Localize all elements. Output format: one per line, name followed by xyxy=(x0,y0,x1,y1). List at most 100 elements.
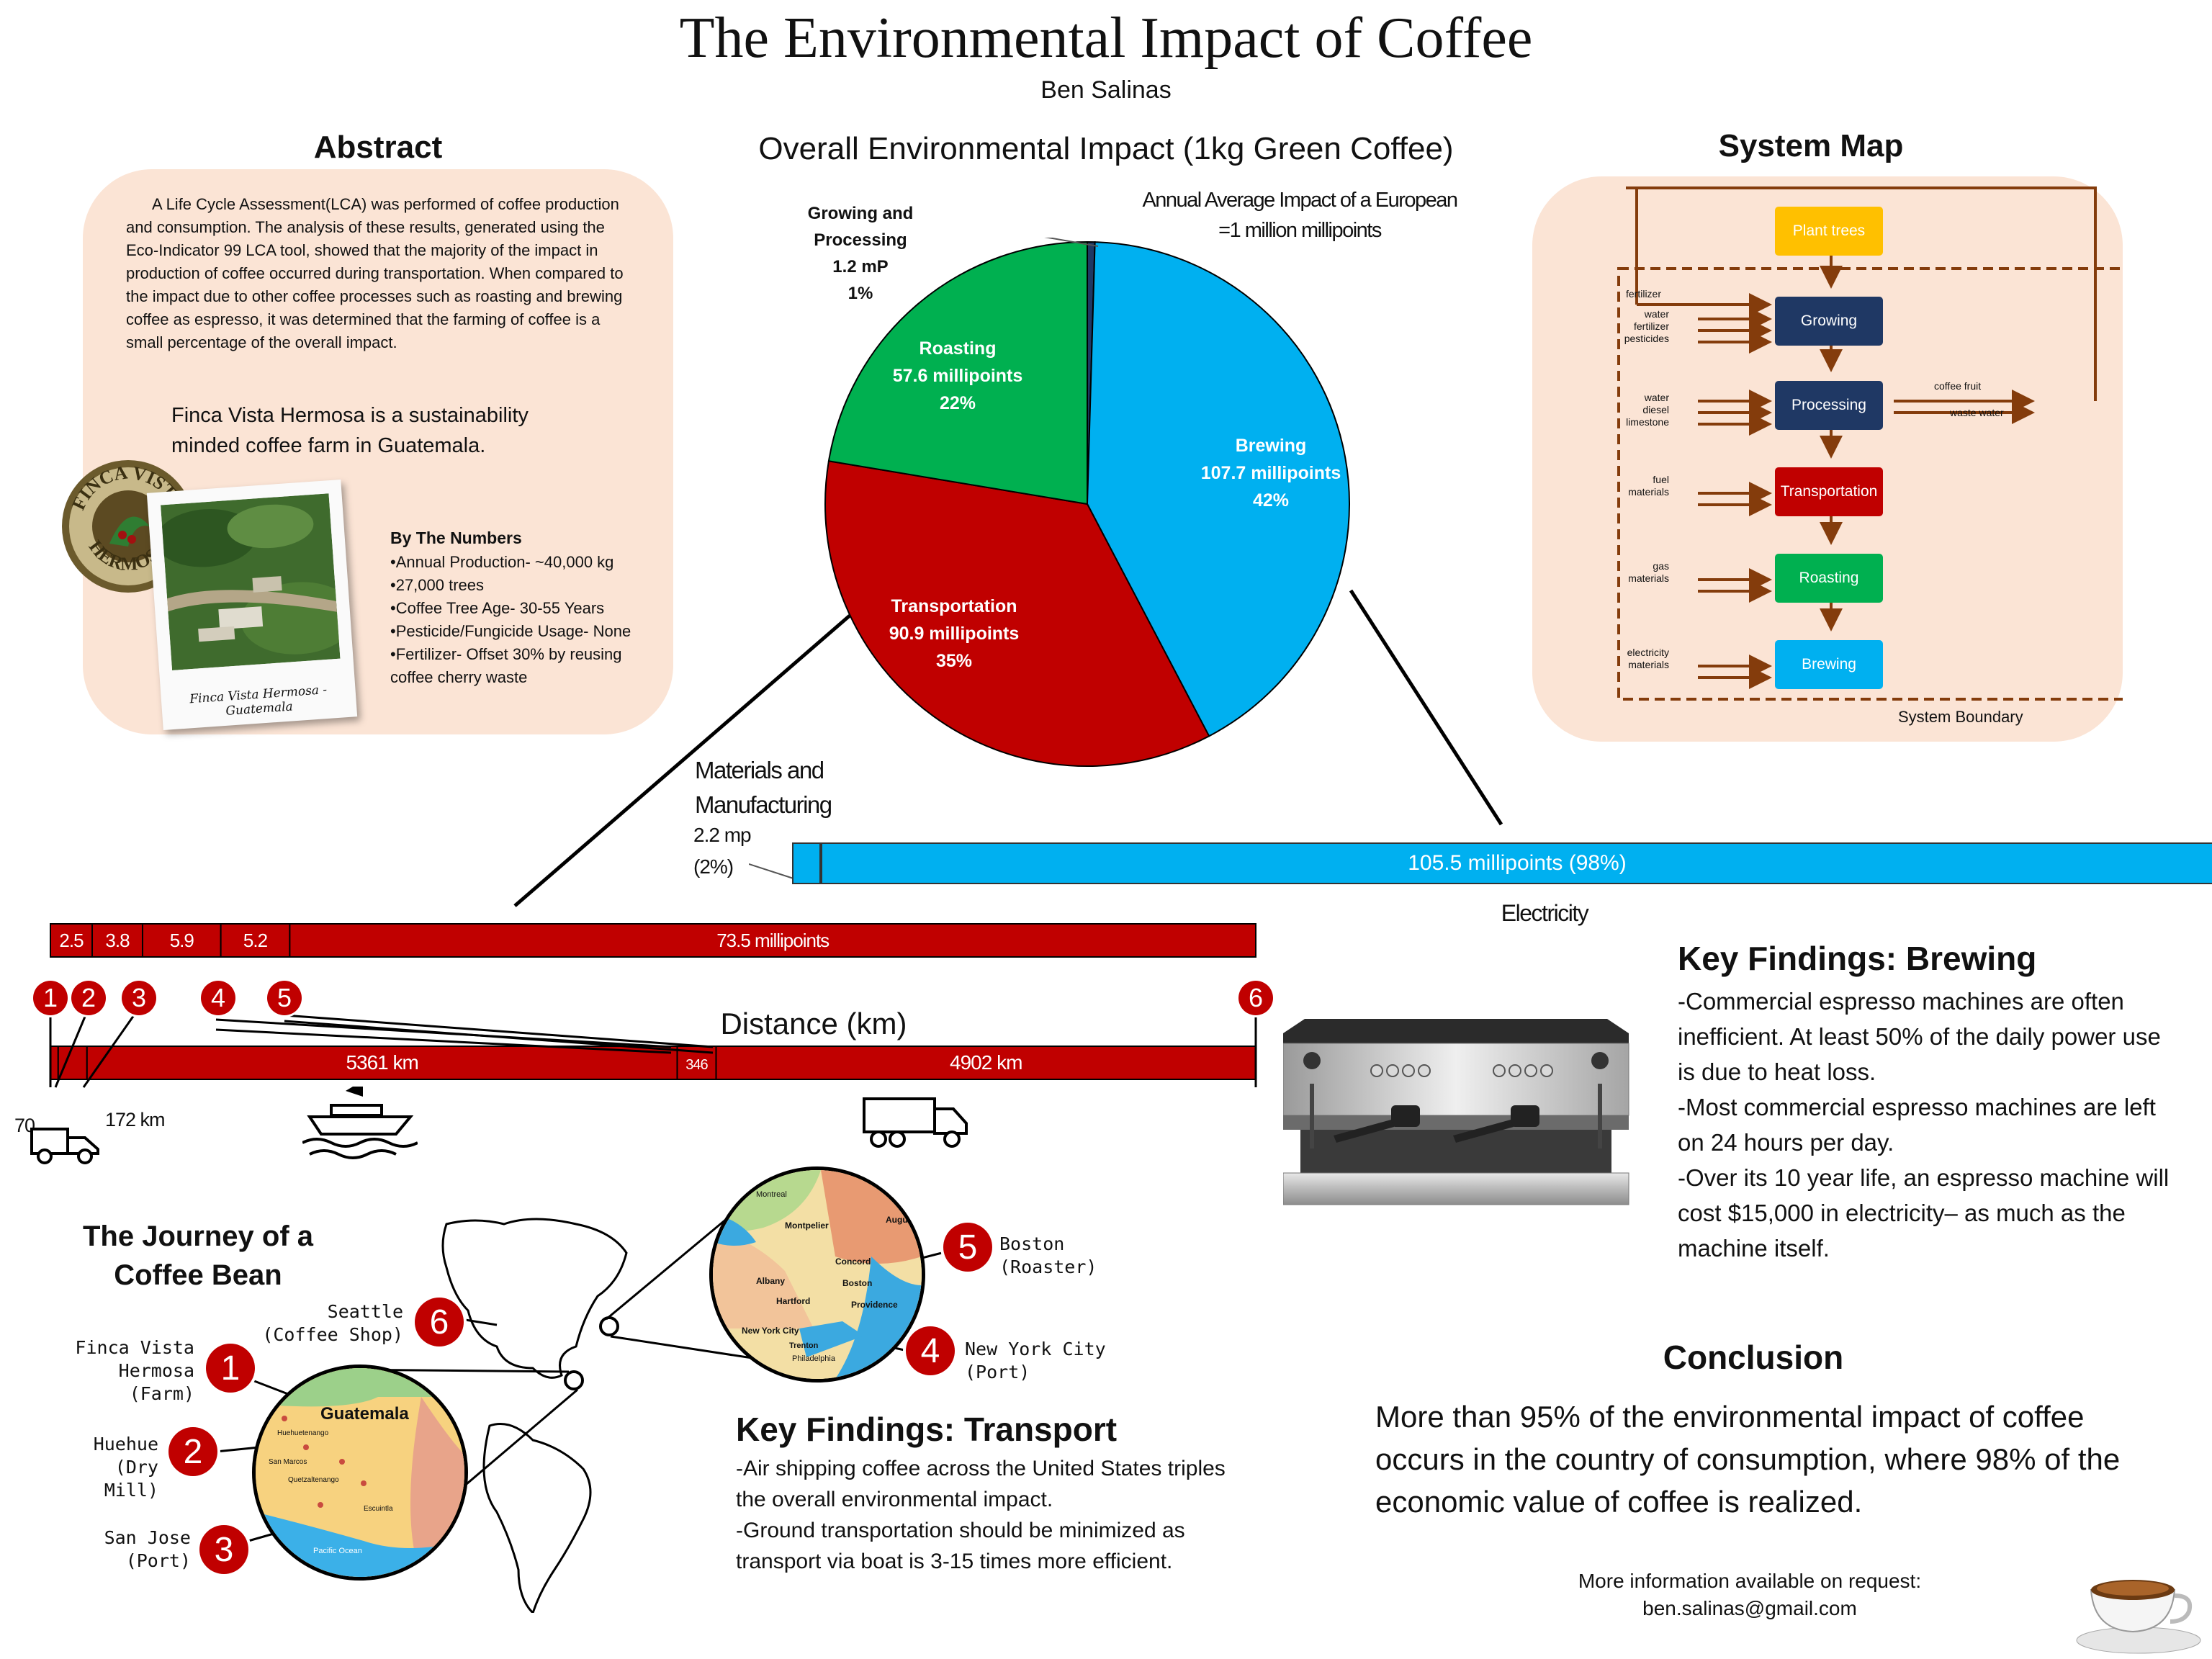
journey-stop-3-badge: 3 xyxy=(199,1525,248,1574)
distance-172-label: 172 km xyxy=(105,1109,166,1130)
distance-segment-label: 4902 km xyxy=(950,1051,1022,1074)
pie-label-roasting-name: Roasting xyxy=(919,338,997,359)
brewing-inputs: electricity materials xyxy=(1604,647,1669,671)
journey-stop-4-label: New York City (Port) xyxy=(965,1338,1152,1384)
pie-slice-transportation xyxy=(824,460,1210,767)
processing-inputs: water diesel limestone xyxy=(1604,392,1669,428)
pie-annotation-2: =1 million millipoints xyxy=(1218,219,1382,242)
materials-pct: (2%) xyxy=(693,855,734,878)
transportation-inputs: fuel materials xyxy=(1604,474,1669,498)
stage-transportation: Transportation xyxy=(1775,467,1883,516)
san-marcos-label: San Marcos xyxy=(269,1458,307,1466)
materials-leader xyxy=(749,863,799,881)
pie-slice-brewing xyxy=(1086,241,1350,737)
journey-stop-2-label: Huehue (Dry Mill) xyxy=(50,1433,158,1502)
transport-finding-2: -Ground transportation should be minimiz… xyxy=(736,1519,1185,1573)
input-label: gas xyxy=(1653,560,1669,572)
numbers-item: •27,000 trees xyxy=(390,576,485,594)
pie-label-roasting-value: 57.6 millipoints xyxy=(892,366,1023,386)
distance-segment-label: 346 xyxy=(685,1057,708,1073)
conclusion-heading: Conclusion xyxy=(1663,1339,1844,1376)
pie-label-transportation-pct: 35% xyxy=(935,651,973,671)
stage-brewing: Brewing xyxy=(1775,640,1883,689)
brewing-finding-2: -Most commercial espresso machines are l… xyxy=(1678,1094,2156,1156)
abstract-paragraph: A Life Cycle Assessment(LCA) was perform… xyxy=(126,195,624,351)
stop-4-badge: 4 xyxy=(201,981,235,1015)
journey-stop-5-badge: 5 xyxy=(943,1223,992,1272)
stop-role: (Roaster) xyxy=(999,1256,1097,1277)
brewing-findings-heading: Key Findings: Brewing xyxy=(1678,940,2037,977)
input-label: limestone xyxy=(1626,416,1669,428)
stop-5-badge: 5 xyxy=(267,981,302,1015)
materials-segment xyxy=(792,842,821,884)
input-label: materials xyxy=(1628,572,1669,584)
materials-label: Materials and Manufacturing xyxy=(695,757,832,818)
pie-label-growing: Growing and Processing 1.2 mP 1% xyxy=(778,200,943,307)
concord-label: Concord xyxy=(835,1256,871,1267)
impact-segment-label: 2.5 xyxy=(59,930,84,951)
boston-label: Boston xyxy=(842,1278,873,1288)
brewing-findings-body: -Commercial espresso machines are often … xyxy=(1678,984,2182,1266)
pie-slice-roasting xyxy=(827,240,1088,505)
stop-name: Boston xyxy=(999,1233,1065,1254)
pie-annotation-1: Annual Average Impact of a European xyxy=(1142,189,1458,212)
pacific-ocean-label: Pacific Ocean xyxy=(313,1547,362,1555)
contact-email[interactable]: ben.salinas@gmail.com xyxy=(1642,1597,1857,1619)
numbers-heading: By The Numbers xyxy=(390,529,522,547)
philadelphia-label: Philadelphia xyxy=(792,1354,835,1363)
numbers-item: •Fertilizer- Offset 30% by reusing coffe… xyxy=(390,645,622,686)
pie-label-growing-pct: 1% xyxy=(848,284,873,303)
impact-segment xyxy=(141,923,222,958)
impact-segment-label: 73.5 millipoints xyxy=(716,930,830,951)
feedback-label: fertilizer xyxy=(1626,288,1662,300)
stop-role: (Dry Mill) xyxy=(104,1457,158,1501)
northeast-map-inset: Montreal Montpelier Augusta Concord Bost… xyxy=(709,1166,925,1382)
providence-label: Providence xyxy=(851,1300,898,1310)
impact-segment xyxy=(289,923,1257,958)
journey-stop-1-label: Finca Vista Hermosa (Farm) xyxy=(72,1336,194,1406)
input-label: fertilizer xyxy=(1633,320,1669,332)
input-label: materials xyxy=(1628,659,1669,670)
journey-stop-3-label: San Jose (Port) xyxy=(86,1527,191,1573)
journey-stop-1-badge: 1 xyxy=(206,1344,255,1393)
pie-label-brewing-name: Brewing xyxy=(1235,436,1307,456)
impact-segment-label: 3.8 xyxy=(105,930,130,951)
pie-label-growing-name: Growing and Processing xyxy=(807,204,914,250)
pie-chart xyxy=(824,238,1350,767)
distance-segment xyxy=(715,1046,1256,1080)
input-label: diesel xyxy=(1642,404,1669,415)
pie-label-transportation: Transportation 90.9 millipoints 35% xyxy=(864,593,1044,675)
montpelier-label: Montpelier xyxy=(785,1220,829,1231)
stop-name: San Jose xyxy=(104,1527,191,1548)
stop-name: Huehue xyxy=(93,1434,158,1455)
stage-processing: Processing xyxy=(1775,381,1883,430)
electricity-label: Electricity xyxy=(1501,900,1589,926)
stop-role: (Farm) xyxy=(129,1383,194,1404)
stage-growing: Growing xyxy=(1775,297,1883,346)
semi-truck-icon xyxy=(863,1097,968,1148)
numbers-item: •Pesticide/Fungicide Usage- None xyxy=(390,622,631,640)
input-label: fuel xyxy=(1653,474,1669,485)
trenton-label: Trenton xyxy=(789,1341,819,1350)
output-waste-water: waste water xyxy=(1950,407,2004,418)
boat-icon xyxy=(302,1087,418,1159)
farm-intro: Finca Vista Hermosa is a sustainability … xyxy=(171,404,529,457)
stop-role: (Coffee Shop) xyxy=(262,1324,403,1345)
system-boundary-label: System Boundary xyxy=(1898,708,2023,726)
escuintla-label: Escuintla xyxy=(364,1505,393,1513)
stop-3-badge: 3 xyxy=(122,981,156,1015)
pie-label-transportation-name: Transportation xyxy=(891,596,1017,616)
brewing-finding-1: -Commercial espresso machines are often … xyxy=(1678,988,2161,1085)
truck-icon xyxy=(30,1128,99,1164)
journey-stop-5-label: Boston (Roaster) xyxy=(999,1233,1143,1279)
contact-line-1: More information available on request: xyxy=(1578,1570,1922,1592)
stop-2-badge: 2 xyxy=(71,981,106,1015)
stop-name: Seattle xyxy=(327,1301,403,1322)
input-label: materials xyxy=(1628,486,1669,498)
guatemala-map-inset: Guatemala Huehuetenango San Marcos Quetz… xyxy=(252,1364,468,1581)
impact-segment-label: 5.2 xyxy=(243,930,268,951)
coffee-cup-image xyxy=(2076,1580,2201,1654)
pie-label-brewing-pct: 42% xyxy=(1252,490,1290,511)
augusta-label: Augusta xyxy=(886,1215,920,1225)
distance-axis-label: Distance (km) xyxy=(720,1007,907,1040)
